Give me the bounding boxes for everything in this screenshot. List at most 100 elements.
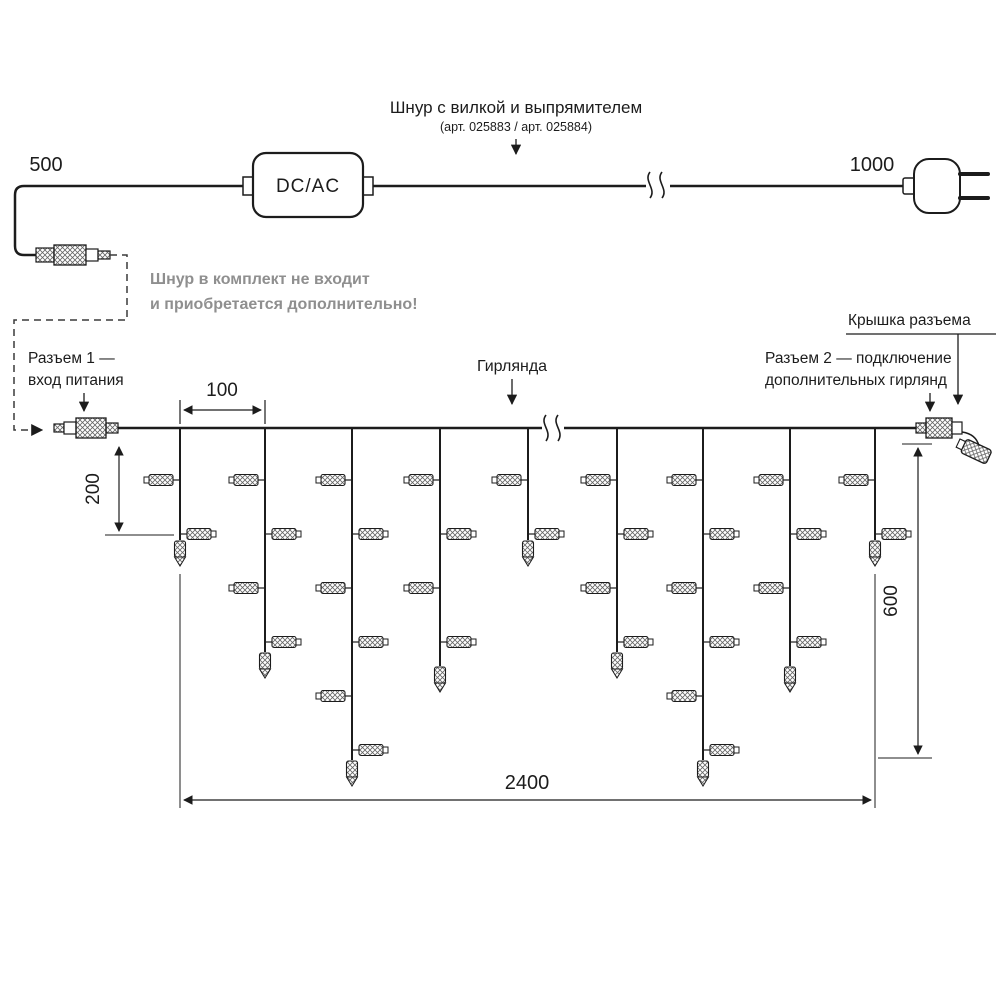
dim2400-value: 2400: [505, 772, 550, 794]
bulb: [709, 635, 735, 649]
bulb-tip: [820, 638, 827, 646]
bulb-tip: [838, 476, 845, 484]
tip-bulb: [433, 666, 447, 684]
bulb-tip: [580, 476, 587, 484]
bulb-tip: [295, 530, 302, 538]
dim100-value: 100: [206, 380, 238, 401]
bulb-tip: [733, 530, 740, 538]
bulb-tip: [403, 476, 410, 484]
bulb: [623, 527, 649, 541]
bulb: [446, 527, 472, 541]
bulb: [843, 473, 869, 487]
bulb-tip: [753, 476, 760, 484]
dc-ac-converter: [242, 151, 374, 219]
bulb-tip: [382, 638, 389, 646]
tip-bulb: [521, 540, 535, 558]
tip-bulb-point: [783, 682, 797, 693]
not-included-dashed-path: [13, 254, 128, 436]
bulb: [796, 527, 822, 541]
bulb: [585, 473, 611, 487]
tip-bulb: [868, 540, 882, 558]
tip-bulb-point: [173, 556, 187, 567]
bulb: [671, 581, 697, 595]
bulb-tip: [315, 476, 322, 484]
cord-right-length: 1000: [850, 154, 895, 176]
tip-bulb: [783, 666, 797, 684]
wire-break-mark: [543, 414, 549, 442]
bulb-tip: [315, 584, 322, 592]
bulb: [758, 473, 784, 487]
bulb-tip: [905, 530, 912, 538]
bulb: [233, 581, 259, 595]
bulb-tip: [753, 584, 760, 592]
tip-bulb-point: [868, 556, 882, 567]
bulb-tip: [470, 638, 477, 646]
bulb: [320, 689, 346, 703]
cord-break-mark: [659, 171, 665, 199]
bulb-tip: [647, 638, 654, 646]
tip-bulb-point: [696, 776, 710, 787]
bulb: [758, 581, 784, 595]
bulb: [358, 635, 384, 649]
tip-bulb-point: [521, 556, 535, 567]
bulb: [233, 473, 259, 487]
bulb: [623, 635, 649, 649]
dim600-value: 600: [881, 585, 902, 617]
bulb: [881, 527, 907, 541]
bulb-tip: [666, 584, 673, 592]
bulb: [709, 743, 735, 757]
not-included-note-line2: и приобретается дополнительно!: [150, 296, 418, 313]
bulb: [271, 527, 297, 541]
bulb-tip: [580, 584, 587, 592]
connector1-label-line2: вход питания: [28, 372, 124, 389]
bulb: [320, 581, 346, 595]
tip-bulb: [696, 760, 710, 778]
not-included-note-line1: Шнур в комплект не входит: [150, 271, 370, 288]
bulb: [671, 473, 697, 487]
bulb-tip: [733, 638, 740, 646]
tip-bulb: [345, 760, 359, 778]
tip-bulb: [610, 652, 624, 670]
bulb-tip: [733, 746, 740, 754]
bulb-tip: [210, 530, 217, 538]
cord-title: Шнур с вилкой и выпрямителем: [390, 98, 642, 117]
connector2-label-line1: Разъем 2 — подключение: [765, 350, 952, 367]
tip-bulb-point: [345, 776, 359, 787]
bulb-tip: [315, 692, 322, 700]
bulb-tip: [295, 638, 302, 646]
bulb-tip: [558, 530, 565, 538]
bulb: [585, 581, 611, 595]
bulb: [534, 527, 560, 541]
bulb-tip: [143, 476, 150, 484]
bulb-tip: [382, 530, 389, 538]
tip-bulb-point: [610, 668, 624, 679]
garland-drops: [118, 414, 916, 787]
bulb: [408, 581, 434, 595]
bulb: [358, 527, 384, 541]
bulb: [496, 473, 522, 487]
cap-label: Крышка разъема: [848, 312, 971, 329]
bulb-tip: [403, 584, 410, 592]
bulb-tip: [382, 746, 389, 754]
bulb: [408, 473, 434, 487]
bulb: [358, 743, 384, 757]
bulb-tip: [470, 530, 477, 538]
tip-bulb: [173, 540, 187, 558]
connector-cap: [955, 438, 992, 464]
bulb-tip: [820, 530, 827, 538]
cord-subtitle: (арт. 025883 / арт. 025884): [440, 120, 592, 134]
bulb-tip: [647, 530, 654, 538]
bulb-tip: [228, 476, 235, 484]
wire-break-mark: [555, 414, 561, 442]
bulb-tip: [491, 476, 498, 484]
connector2-label-line2: дополнительных гирлянд: [765, 372, 947, 389]
bulb-tip: [666, 692, 673, 700]
power-cord-left: [13, 184, 243, 257]
mains-plug: [902, 158, 990, 214]
connector1-label-line1: Разъем 1 —: [28, 350, 115, 367]
bulb: [320, 473, 346, 487]
dim200-value: 200: [83, 473, 104, 505]
tip-bulb-point: [433, 682, 447, 693]
bulb-tip: [666, 476, 673, 484]
